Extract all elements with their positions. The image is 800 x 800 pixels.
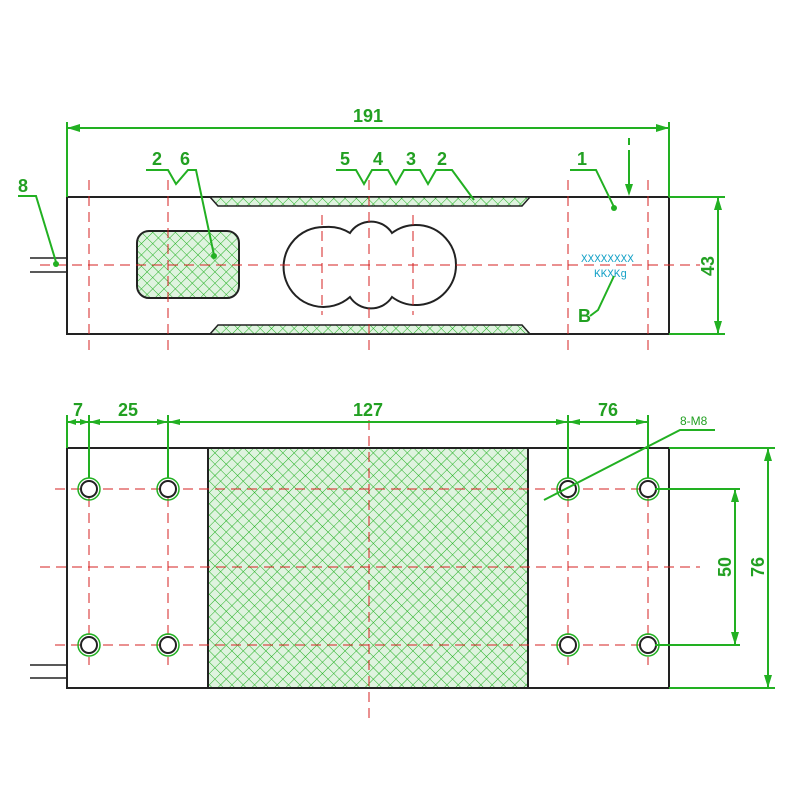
callout-3-label: 3 [406,149,416,169]
dim-50-label: 50 [715,557,735,577]
dimension-191: 191 [66,106,670,197]
mounting-hole [156,477,180,501]
dimension-43: 43 [669,196,725,335]
mounting-hole [556,633,580,657]
callout-b: B [578,275,615,326]
dimension-50: 50 [655,488,740,646]
top-view: 191 43 8 2 6 [18,106,725,350]
bottom-view: 7 25 127 76 8-M8 50 76 [30,400,775,720]
callout-8-m8: 8-M8 [543,414,715,501]
dimension-76-side: 76 [669,447,775,689]
dim-7-label: 7 [73,400,83,420]
dim-127-label: 127 [353,400,383,420]
mounting-hole [77,633,101,657]
callout-5-label: 5 [340,149,350,169]
cable-bottom [30,664,67,679]
marking-line1: XXXXXXXX [581,254,634,266]
callout-1: 1 [570,149,617,211]
dimension-chain-top: 7 25 127 76 [66,400,649,478]
dim-76-side-label: 76 [748,557,768,577]
callout-4-label: 4 [373,149,383,169]
mounting-hole [77,477,101,501]
callout-1-label: 1 [577,149,587,169]
callout-2b-label: 2 [437,149,447,169]
bottom-gauge-strip [208,324,532,335]
callout-6-label: 6 [180,149,190,169]
bottom-hatched-area [207,447,529,689]
dim-191-label: 191 [353,106,383,126]
mounting-hole [156,633,180,657]
mounting-hole [556,477,580,501]
load-arrow [625,138,633,196]
dim-25-label: 25 [118,400,138,420]
dim-76-top-label: 76 [598,400,618,420]
callout-2-6: 2 6 [146,149,217,259]
callout-8: 8 [18,176,59,267]
dim-43-label: 43 [698,256,718,276]
callout-8-label: 8 [18,176,28,196]
hole-callout-label: 8-M8 [680,414,708,428]
callout-2-label: 2 [152,149,162,169]
top-gauge-strip [208,196,532,207]
callout-b-label: B [578,306,591,326]
cable-top [30,257,67,273]
callout-5-4-3-2: 5 4 3 2 [336,149,475,201]
marking-line2: KKXKg [594,269,627,281]
